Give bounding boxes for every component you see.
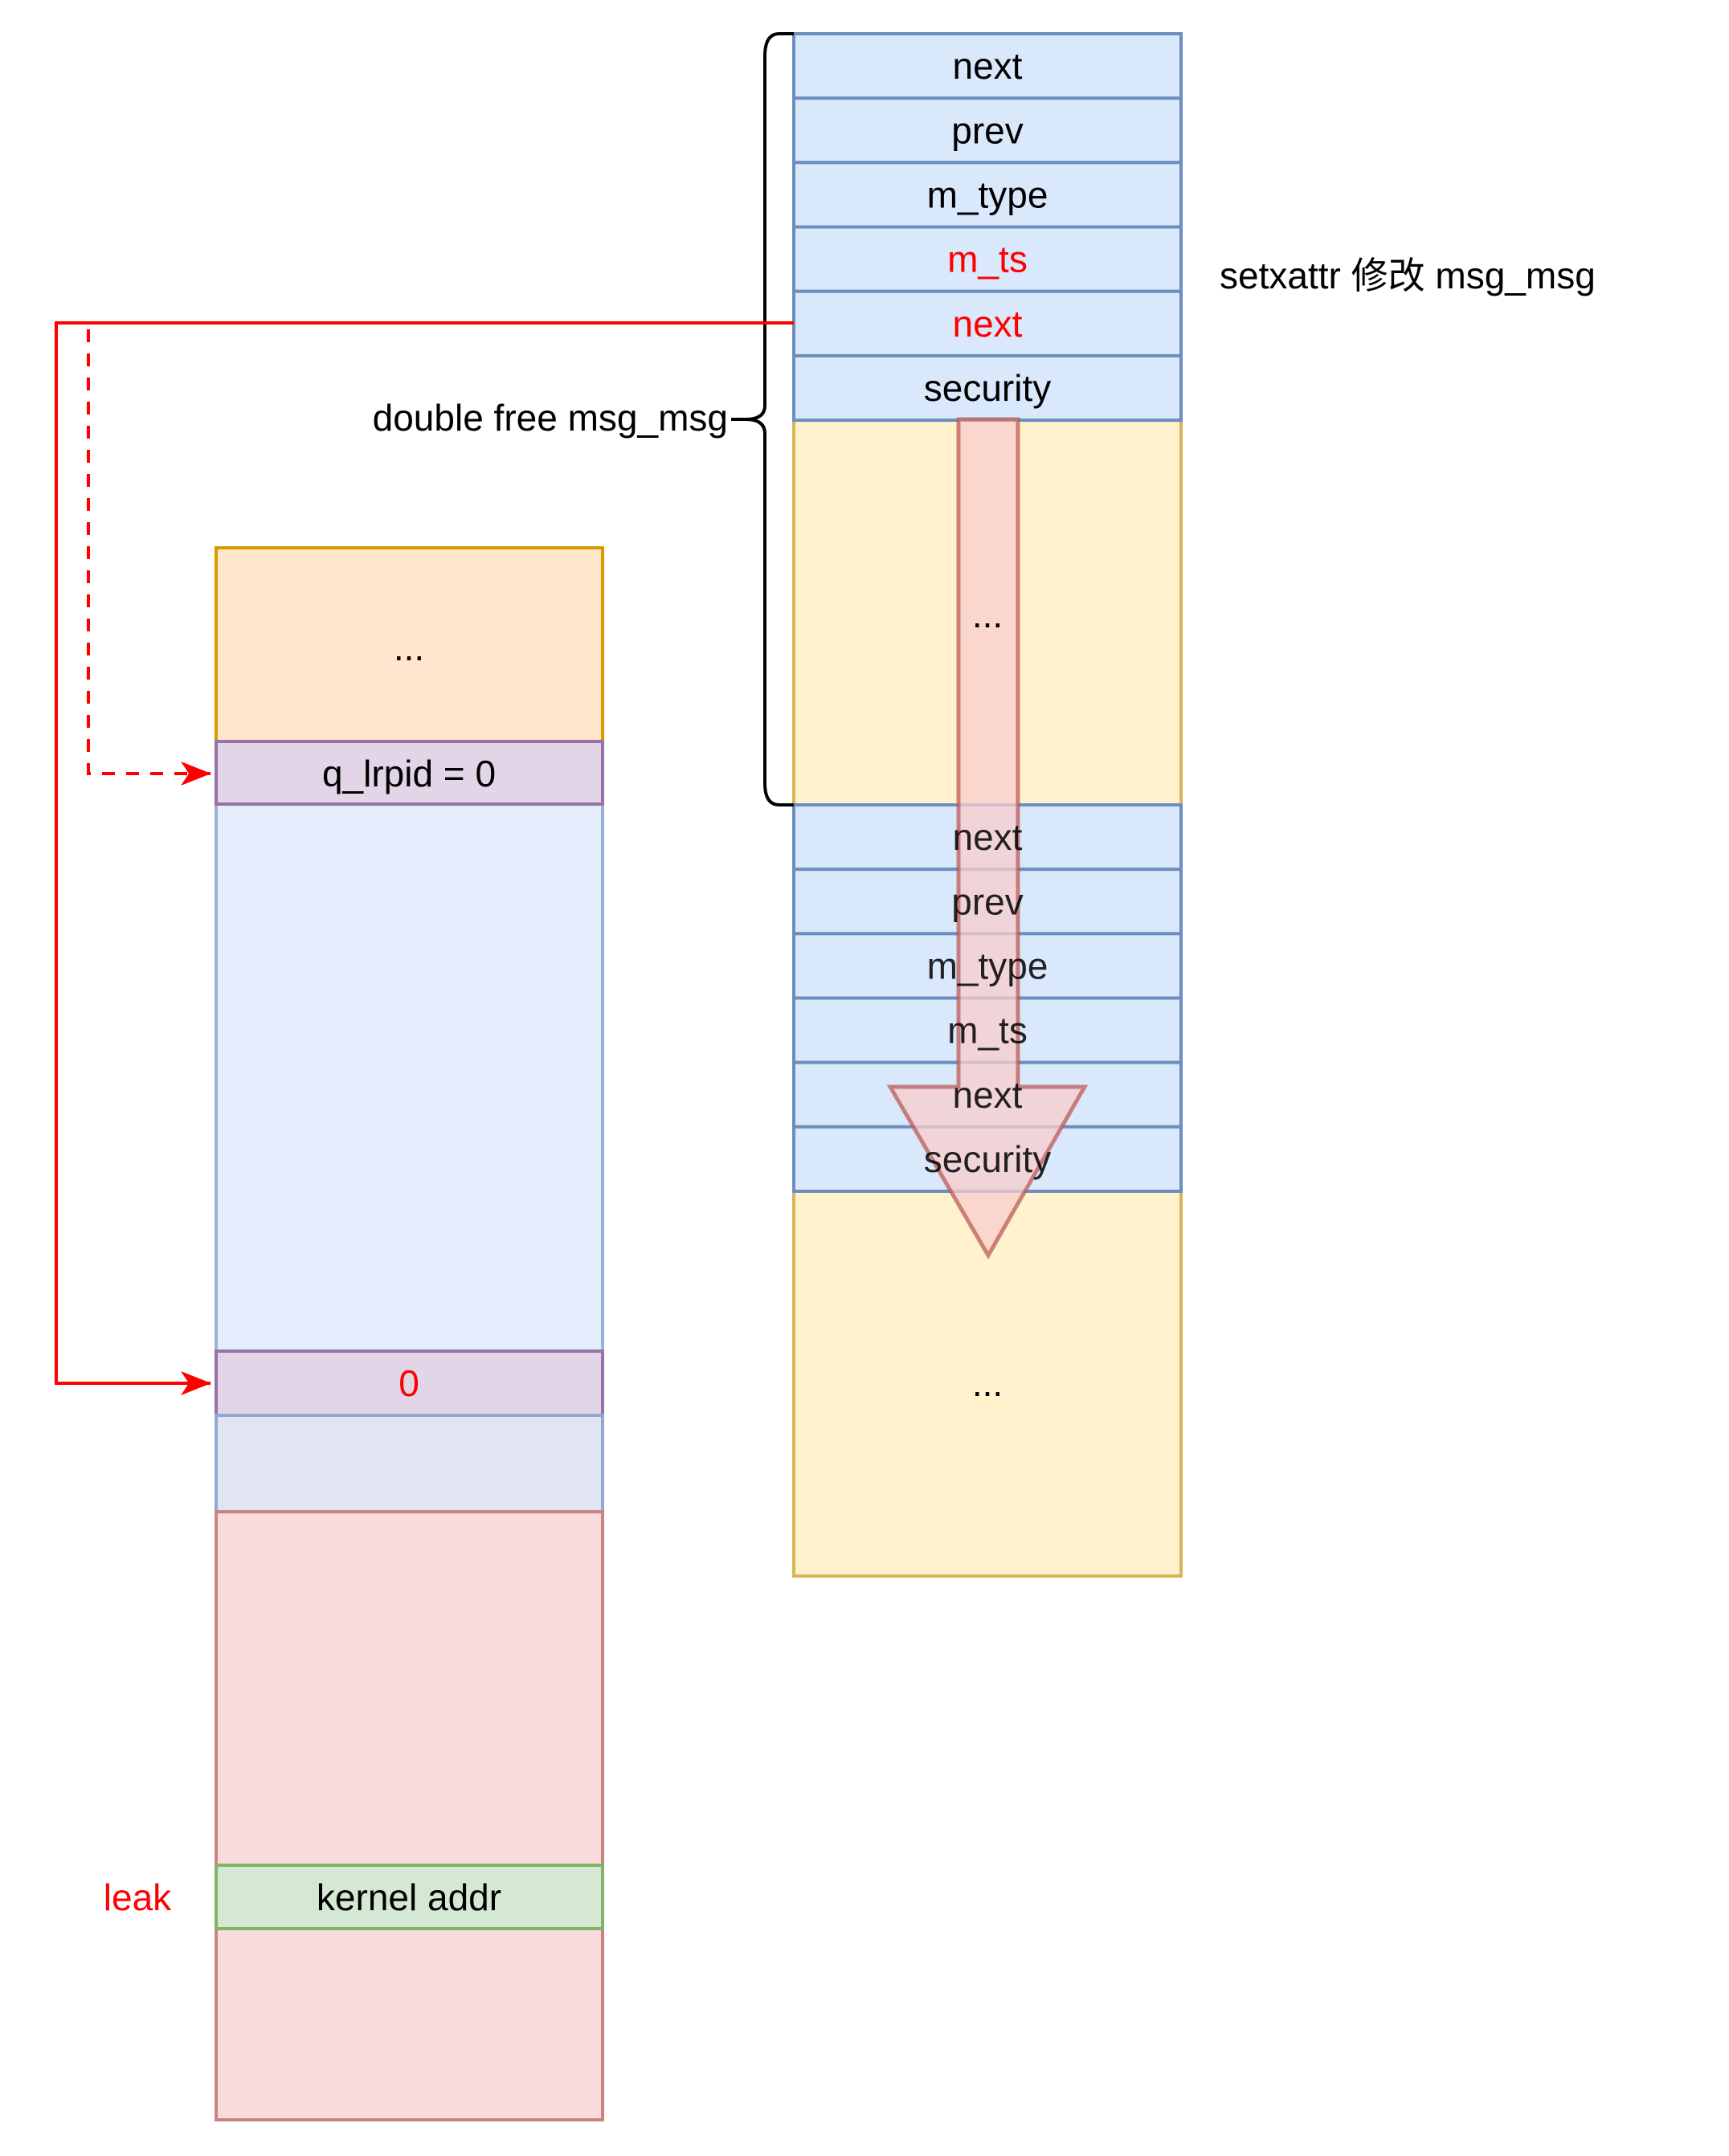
- queue-tail-block: [215, 1414, 604, 1513]
- leak-label: leak: [104, 1876, 172, 1918]
- field-label-next: next: [953, 1074, 1023, 1116]
- field-label-next: next: [953, 303, 1023, 345]
- q-lrpid-field[interactable]: [215, 740, 604, 806]
- field-label-m-ts: m_ts: [947, 239, 1028, 280]
- msg-queue-column: ... q_lrpid = 0 0 kernel addr leak: [104, 546, 604, 2121]
- field-label-prev: prev: [951, 880, 1023, 922]
- field-label-m-type: m_type: [927, 174, 1048, 215]
- msg-msg-2-payload-text: ...: [972, 1362, 1003, 1404]
- queue-header-block[interactable]: [215, 546, 604, 743]
- double-free-label: double free msg_msg: [373, 397, 728, 439]
- setxattr-overwrite-arrow: [886, 417, 1089, 1260]
- field-label-security: security: [924, 367, 1051, 409]
- leak-region-block: [215, 1510, 604, 2121]
- msg-msg-1-header: [792, 32, 1183, 423]
- field-label-next: next: [953, 45, 1023, 87]
- queue-header-text: ...: [394, 627, 424, 668]
- curly-brace: [745, 32, 794, 806]
- field-row-next[interactable]: [792, 289, 1183, 357]
- setxattr-label: setxattr 修改 msg_msg: [1220, 255, 1596, 296]
- kernel-addr-field[interactable]: [215, 1864, 604, 1930]
- kernel-addr-label: kernel addr: [317, 1876, 501, 1918]
- field-label-security: security: [924, 1138, 1051, 1180]
- field-label-m-type: m_type: [927, 945, 1048, 986]
- zero-field-label: 0: [399, 1362, 419, 1404]
- field-label-prev: prev: [951, 109, 1023, 151]
- queue-body-block: [215, 802, 604, 1353]
- field-row-m-ts[interactable]: [792, 225, 1183, 293]
- field-label-m-ts: m_ts: [947, 1010, 1028, 1051]
- msg-msg-1-payload-text: ...: [972, 594, 1003, 635]
- field-label-next: next: [953, 816, 1023, 858]
- field-row-security[interactable]: [792, 353, 1183, 423]
- next-pointer-arrow: [55, 321, 794, 1395]
- q-lrpid-dashed-arrow: [87, 329, 211, 786]
- field-row-prev[interactable]: [792, 96, 1183, 165]
- q-lrpid-label: q_lrpid = 0: [322, 753, 496, 794]
